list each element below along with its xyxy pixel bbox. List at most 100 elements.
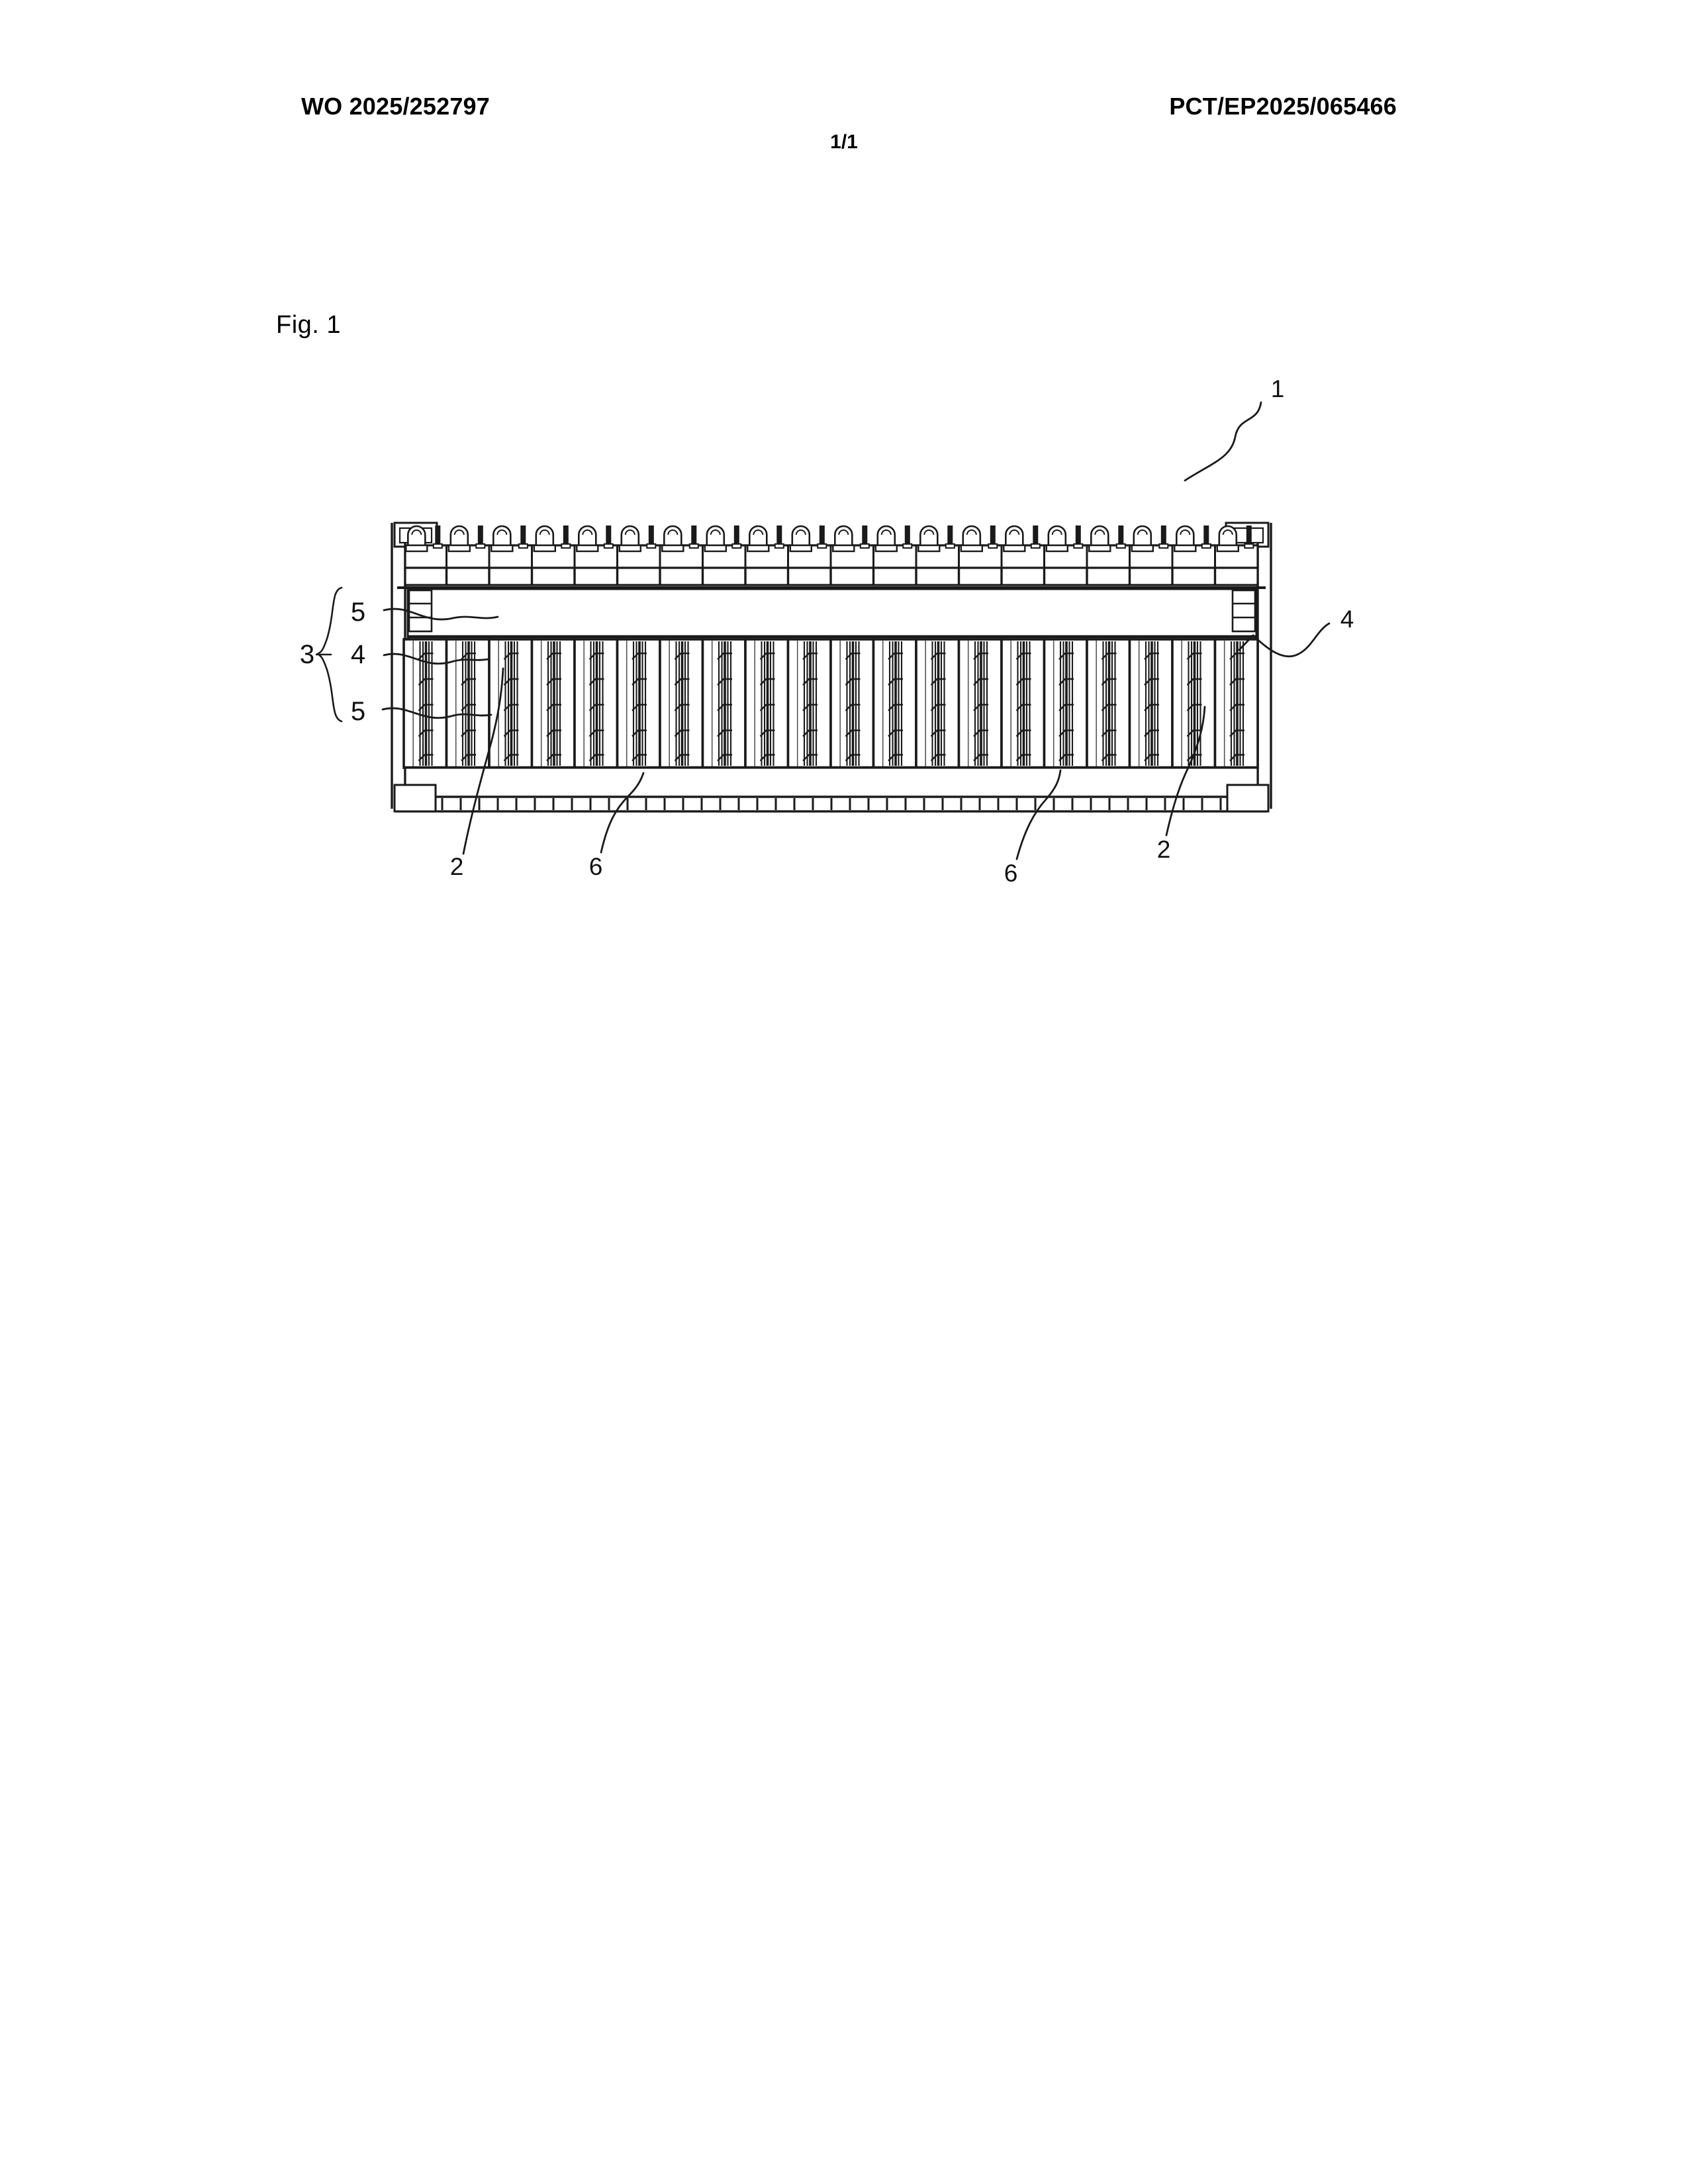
plate-strap bbox=[973, 704, 988, 711]
cell-unit bbox=[659, 638, 704, 769]
plate-strap bbox=[588, 729, 604, 737]
plate-strap bbox=[1229, 653, 1244, 660]
cell-unit bbox=[1043, 638, 1088, 769]
cell-terminal-post bbox=[789, 525, 813, 553]
cell-terminal-post bbox=[1045, 525, 1069, 553]
cell-separator-wall bbox=[1128, 638, 1174, 769]
cell-terminal-post bbox=[917, 525, 941, 553]
plate-strap bbox=[802, 729, 818, 737]
plate-strap bbox=[1186, 754, 1202, 762]
plate-strap bbox=[759, 653, 775, 660]
plate-strap bbox=[845, 678, 861, 686]
cell-terminal-post bbox=[960, 525, 984, 553]
cell-unit bbox=[957, 638, 1003, 769]
cell-unit bbox=[1171, 638, 1217, 769]
vent-pin bbox=[859, 525, 870, 549]
plate-strap bbox=[632, 653, 647, 660]
cell-terminal-post bbox=[1174, 525, 1197, 553]
plate-strap bbox=[1229, 754, 1244, 762]
cell-terminal-post bbox=[404, 525, 428, 553]
plate-strap bbox=[802, 678, 818, 686]
plate-strap bbox=[1101, 653, 1117, 660]
plate-strap bbox=[1186, 704, 1202, 711]
cell-separator-wall bbox=[872, 638, 917, 769]
plate-strap bbox=[759, 704, 775, 711]
cell-separator-wall bbox=[402, 638, 448, 769]
plate-strap bbox=[802, 704, 818, 711]
plate-strap bbox=[930, 678, 946, 686]
plate-strap bbox=[588, 653, 604, 660]
plate-strap bbox=[588, 704, 604, 711]
vent-pin bbox=[646, 525, 657, 549]
headspace-chamber bbox=[406, 588, 1258, 642]
plate-strap bbox=[930, 729, 946, 737]
inner-end-brackets bbox=[408, 589, 1256, 633]
vent-pin bbox=[518, 525, 528, 549]
ref-numeral-4-right: 4 bbox=[1340, 606, 1354, 633]
plate-strap bbox=[418, 754, 434, 762]
module-base bbox=[393, 766, 1270, 813]
cell-separator-wall bbox=[1000, 638, 1046, 769]
module-lid bbox=[397, 544, 1266, 589]
sheet-number: 1/1 bbox=[830, 131, 858, 153]
vent-pin bbox=[731, 525, 742, 549]
cell-terminal-post bbox=[1003, 525, 1026, 553]
cell-unit bbox=[1000, 638, 1046, 769]
leader-lines bbox=[315, 401, 1331, 860]
vent-pin bbox=[1030, 525, 1041, 549]
plate-strap bbox=[461, 704, 476, 711]
cell-separator-wall bbox=[1171, 638, 1217, 769]
ref-numeral-2-right: 2 bbox=[1157, 836, 1171, 863]
cell-terminal-post bbox=[1131, 525, 1154, 553]
plate-strap bbox=[674, 678, 690, 686]
plate-strap bbox=[1186, 729, 1202, 737]
ref-numeral-4-left: 4 bbox=[351, 640, 365, 669]
plate-strap bbox=[759, 729, 775, 737]
cell-separator-wall bbox=[1213, 638, 1259, 769]
page-header: WO 2025/252797 PCT/EP2025/065466 1/1 bbox=[0, 93, 1688, 153]
plate-strap bbox=[1101, 678, 1117, 686]
plate-strap bbox=[802, 754, 818, 762]
plate-strap bbox=[1015, 678, 1031, 686]
plate-strap bbox=[1058, 678, 1074, 686]
plate-strap bbox=[418, 729, 434, 737]
plate-strap bbox=[546, 653, 561, 660]
plate-strap bbox=[888, 704, 903, 711]
cell-unit bbox=[1213, 638, 1259, 769]
cell-separator-wall bbox=[957, 638, 1003, 769]
plate-strap bbox=[1101, 704, 1117, 711]
vent-pin bbox=[774, 525, 784, 549]
publication-number: WO 2025/252797 bbox=[301, 93, 490, 120]
vent-pin bbox=[561, 525, 571, 549]
plate-strap bbox=[1144, 704, 1159, 711]
plate-strap bbox=[588, 754, 604, 762]
vent-pin bbox=[432, 525, 443, 549]
plate-strap bbox=[1229, 704, 1244, 711]
plate-strap bbox=[418, 704, 434, 711]
plate-strap bbox=[802, 653, 818, 660]
cell-unit bbox=[445, 638, 491, 769]
plate-strap bbox=[546, 704, 561, 711]
plate-strap bbox=[1186, 653, 1202, 660]
plate-strap bbox=[717, 678, 732, 686]
cell-terminal-post bbox=[618, 525, 642, 553]
cell-separator-wall bbox=[1086, 638, 1131, 769]
cell-unit bbox=[872, 638, 917, 769]
plate-strap bbox=[1101, 729, 1117, 737]
plate-strap bbox=[1229, 729, 1244, 737]
vent-pin bbox=[988, 525, 998, 549]
cell-separator-wall bbox=[786, 638, 832, 769]
cell-terminal-post bbox=[874, 525, 898, 553]
plate-strap bbox=[461, 754, 476, 762]
plate-strap bbox=[717, 729, 732, 737]
lid-divider-ticks bbox=[445, 545, 1217, 585]
plate-strap bbox=[717, 704, 732, 711]
plate-strap bbox=[930, 754, 946, 762]
vent-pin bbox=[902, 525, 913, 549]
cell-terminal-post bbox=[832, 525, 855, 553]
plate-strap bbox=[1058, 754, 1074, 762]
vent-pin bbox=[1115, 525, 1126, 549]
vent-pin bbox=[945, 525, 955, 549]
plate-strap bbox=[845, 729, 861, 737]
